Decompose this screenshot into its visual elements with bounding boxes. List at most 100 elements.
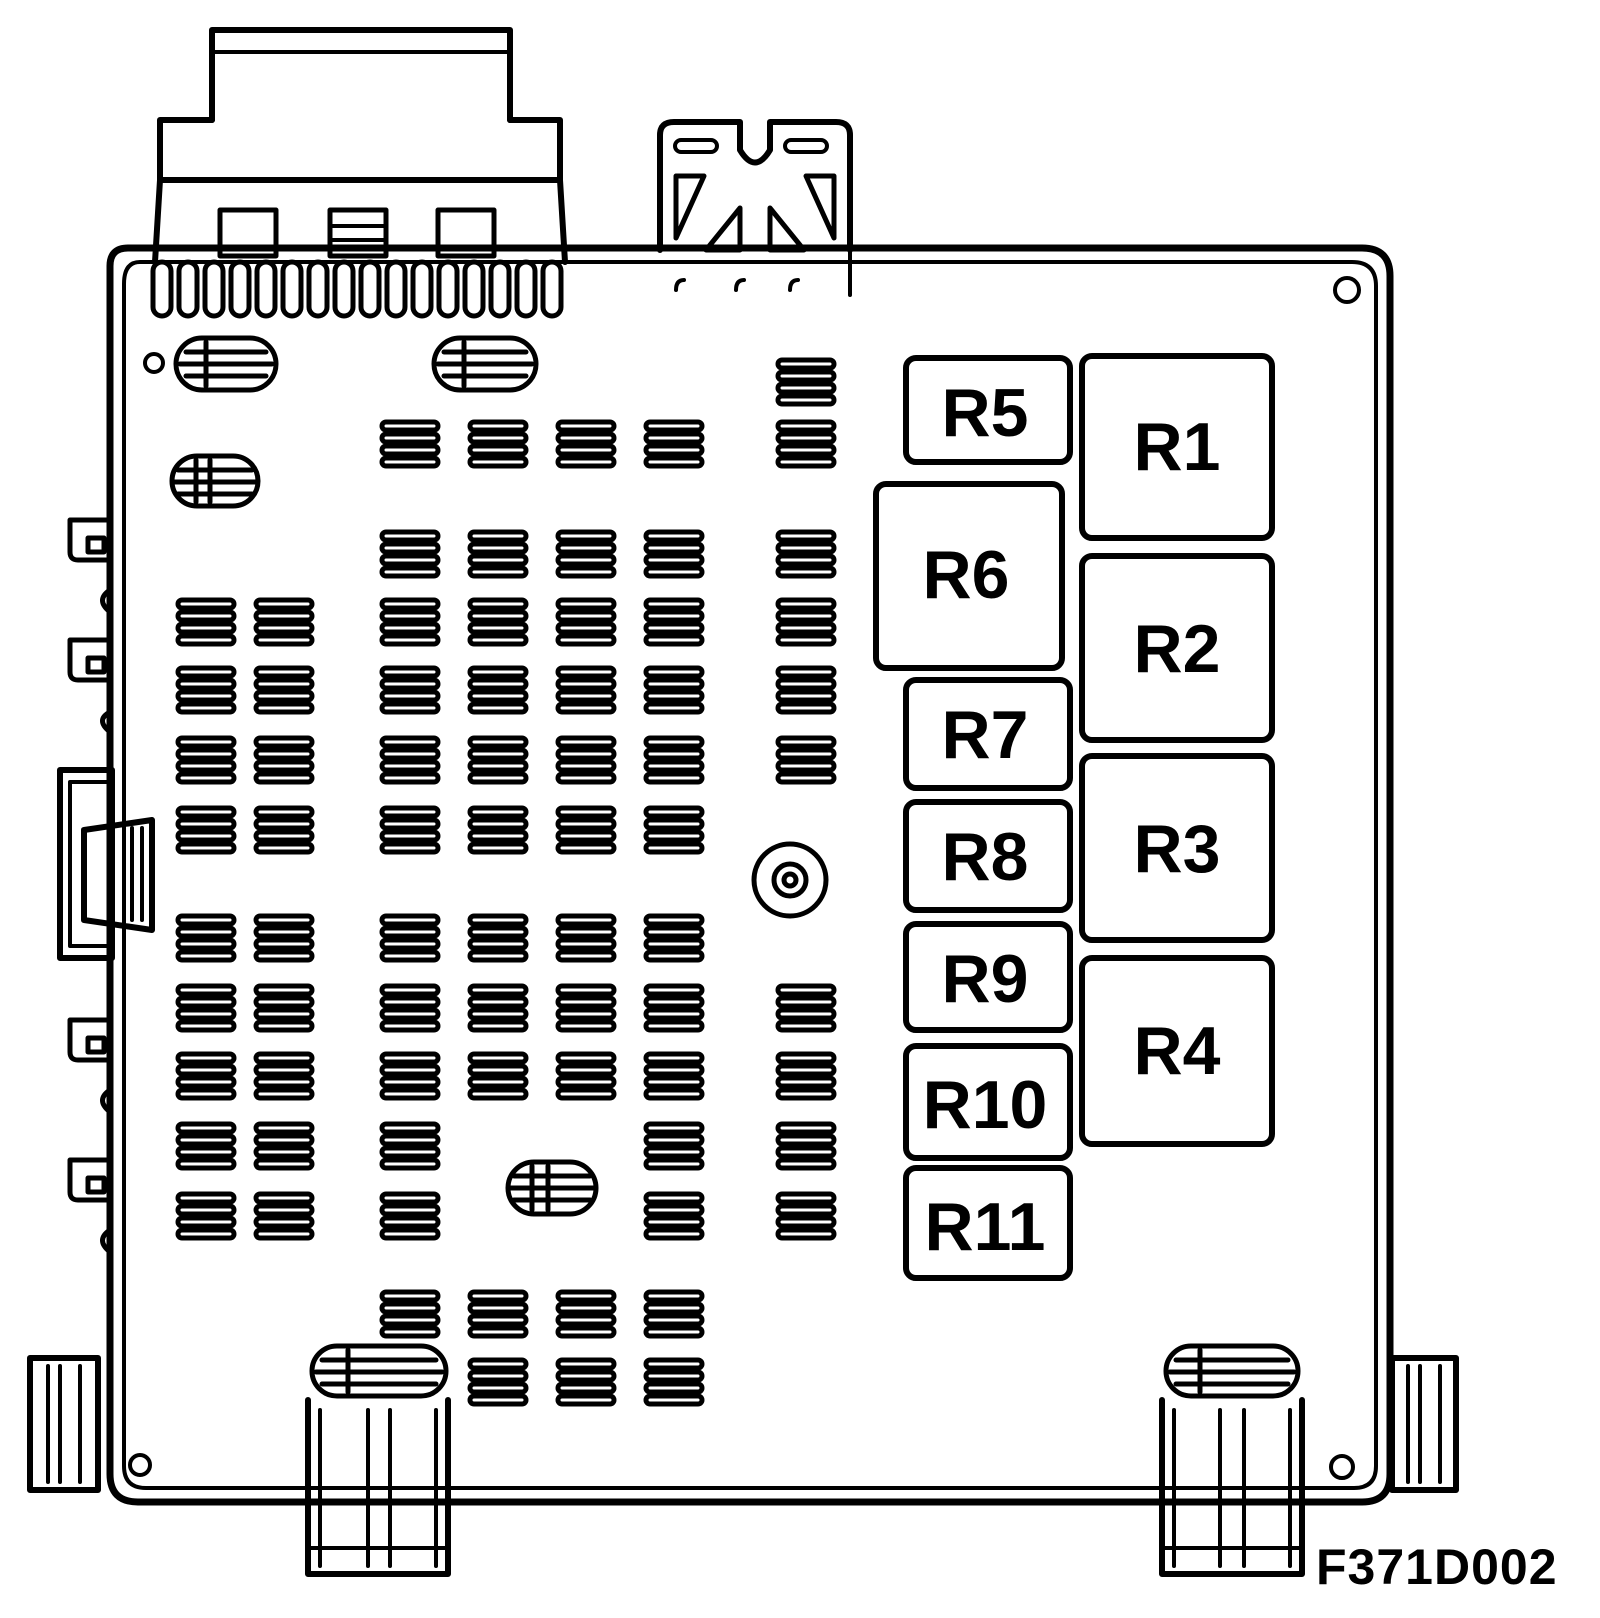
- fuse-slot: [555, 983, 617, 1033]
- relay-label-r9: R9: [942, 941, 1029, 1017]
- relay-label-r11: R11: [925, 1189, 1046, 1265]
- relay-label-r3: R3: [1134, 811, 1221, 887]
- fuse-slot: [775, 597, 837, 647]
- fuse-slot: [253, 983, 315, 1033]
- fuse-slot: [253, 913, 315, 963]
- fuse-slot: [775, 1191, 837, 1241]
- fuse-slot: [643, 913, 705, 963]
- left-clips: [67, 517, 113, 1255]
- fuse-slot: [555, 735, 617, 785]
- fuse-slot: [253, 1191, 315, 1241]
- fuse-slot: [379, 1289, 441, 1339]
- relay-label-r4: R4: [1134, 1013, 1221, 1089]
- fuse-slot: [643, 1191, 705, 1241]
- fuse-slot: [643, 665, 705, 715]
- fuse-slot: [379, 983, 441, 1033]
- relay-r4: [1079, 955, 1275, 1147]
- fuse-slot: [175, 983, 237, 1033]
- fuse-slot: [555, 419, 617, 469]
- fuse-slot: [555, 1051, 617, 1101]
- fuse-slot: [555, 1289, 617, 1339]
- fuse-slot: [379, 529, 441, 579]
- relay-r2: [1079, 553, 1275, 743]
- fuse-slot: [379, 1051, 441, 1101]
- fuse-slot: [555, 913, 617, 963]
- fuse-slot: [379, 597, 441, 647]
- fuse-slot: [253, 735, 315, 785]
- fuse-slot: [175, 1191, 237, 1241]
- relay-r6: [873, 481, 1065, 671]
- relay-r10: [903, 1043, 1073, 1161]
- fuse-slot: [775, 357, 837, 407]
- fuse-slot: [175, 1051, 237, 1101]
- relay-sockets: [873, 353, 1275, 1281]
- fuse-slot: [175, 665, 237, 715]
- relay-label-r1: R1: [1134, 409, 1221, 485]
- fuse-slot: [775, 983, 837, 1033]
- fuse-slot: [467, 1357, 529, 1407]
- fuse-slot: [253, 805, 315, 855]
- relay-label-r2: R2: [1134, 611, 1221, 687]
- relay-label-r8: R8: [942, 819, 1029, 895]
- fuse-slot: [379, 1191, 441, 1241]
- top-connector: [150, 27, 568, 319]
- center-boss: [751, 841, 829, 919]
- housing-outline: [106, 244, 1394, 1506]
- housing-inner-outline: [122, 260, 1378, 1490]
- fuse-slot: [175, 913, 237, 963]
- relay-labels: R1 R2 R3 R4 R5 R6 R7 R8 R9 R10 R11: [923, 375, 1221, 1265]
- fuse-slot: [467, 983, 529, 1033]
- fuse-slot: [467, 665, 529, 715]
- top-bracket: [657, 119, 853, 297]
- fuse-slot: [253, 665, 315, 715]
- relay-label-r5: R5: [942, 375, 1029, 451]
- fuse-slot: [643, 983, 705, 1033]
- fuse-slot: [253, 1121, 315, 1171]
- fuse-slot: [643, 805, 705, 855]
- fuse-slot: [467, 1051, 529, 1101]
- fuse-slot: [643, 419, 705, 469]
- relay-r3: [1079, 753, 1275, 943]
- fuse-slot: [555, 1357, 617, 1407]
- fuse-slot: [775, 665, 837, 715]
- relay-r5: [903, 355, 1073, 465]
- relay-r7: [903, 677, 1073, 791]
- fuse-slot: [555, 597, 617, 647]
- relay-r8: [903, 799, 1073, 913]
- fuse-slot: [467, 805, 529, 855]
- fuse-slot: [467, 419, 529, 469]
- fuse-slot: [467, 529, 529, 579]
- oval-bosses: [169, 335, 1301, 1399]
- fuse-slots: [175, 357, 837, 1407]
- fuse-slot: [643, 1051, 705, 1101]
- figure-code: F371D002: [1316, 1539, 1558, 1595]
- mounting-holes: [128, 276, 1361, 1480]
- fuse-slot: [379, 805, 441, 855]
- fuse-slot: [467, 597, 529, 647]
- fuse-slot: [253, 1051, 315, 1101]
- fuse-slot: [643, 597, 705, 647]
- fuse-slot: [175, 597, 237, 647]
- fuse-slot: [555, 665, 617, 715]
- fuse-slot: [775, 1051, 837, 1101]
- relay-r11: [903, 1165, 1073, 1281]
- fuse-slot: [643, 1121, 705, 1171]
- fuse-slot: [379, 665, 441, 715]
- relay-label-r7: R7: [942, 697, 1029, 773]
- fuse-slot: [467, 913, 529, 963]
- bottom-clips: [305, 1397, 1305, 1577]
- side-latch: [57, 767, 155, 961]
- fuse-slot: [555, 805, 617, 855]
- fuse-slot: [643, 735, 705, 785]
- fuse-slot: [643, 529, 705, 579]
- relay-label-r6: R6: [923, 537, 1010, 613]
- fuse-slot: [555, 529, 617, 579]
- fuse-slot: [379, 419, 441, 469]
- relay-r9: [903, 921, 1073, 1033]
- fuse-slot: [175, 1121, 237, 1171]
- fuse-slot: [175, 735, 237, 785]
- fuse-slot: [775, 529, 837, 579]
- fuse-slot: [175, 805, 237, 855]
- fuse-slot: [379, 735, 441, 785]
